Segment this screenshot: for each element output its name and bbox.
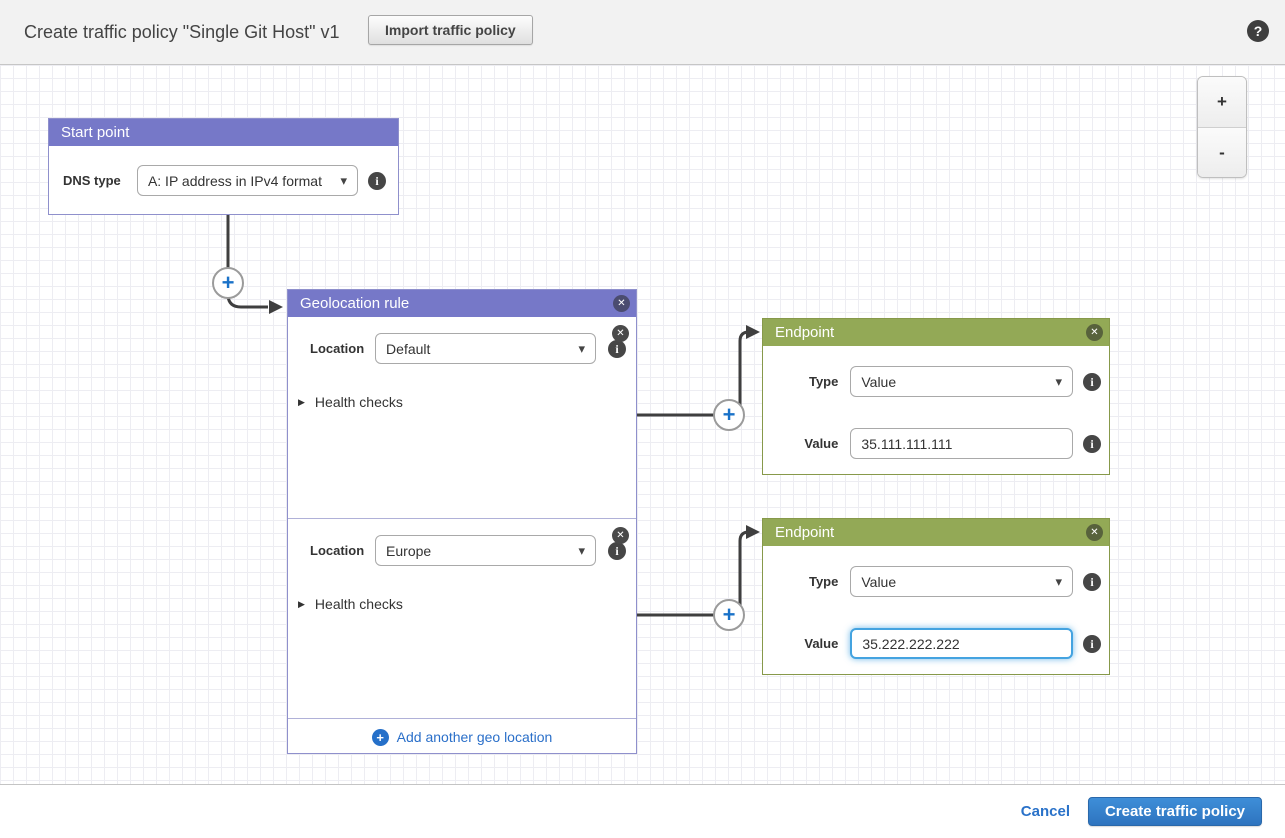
endpoint-node-1: Endpoint ✕ Type Value ▾ i Value i [762, 318, 1110, 475]
endpoint-title: Endpoint [775, 524, 835, 541]
endpoint-1-header: Endpoint ✕ [763, 319, 1109, 346]
endpoint-1-value-input[interactable] [850, 428, 1073, 459]
chevron-down-icon: ▾ [578, 340, 585, 356]
location-selected-value: Default [386, 340, 431, 357]
chevron-down-icon: ▾ [578, 542, 585, 558]
create-traffic-policy-button[interactable]: Create traffic policy [1087, 797, 1262, 826]
geolocation-rule-node: Geolocation rule ✕ ✕ Location Default ▾ … [287, 289, 637, 754]
chevron-down-icon: ▾ [1055, 373, 1062, 389]
endpoint-type-label: Type [808, 374, 839, 389]
close-geo-section-europe-icon[interactable]: ✕ [612, 527, 629, 544]
geo-section-europe: ✕ Location Europe ▾ i ▶ Health checks [288, 518, 636, 718]
endpoint-type-info-icon[interactable]: i [1083, 572, 1101, 591]
plus-circle-icon: + [371, 728, 389, 746]
arrowhead-to-geolocation [269, 300, 283, 314]
arrowhead-to-endpoint-2 [746, 525, 760, 539]
arrowhead-to-endpoint-1 [746, 325, 760, 339]
location-label: Location [310, 341, 365, 356]
triangle-right-icon: ▶ [298, 598, 305, 609]
chevron-down-icon: ▾ [1055, 573, 1062, 589]
close-endpoint-2-icon[interactable]: ✕ [1086, 524, 1103, 541]
zoom-in-button[interactable]: + [1198, 77, 1246, 127]
connector-geo2-up [738, 530, 756, 606]
dns-type-info-icon[interactable]: i [368, 171, 386, 190]
add-endpoint-plus-button-1[interactable]: + [713, 399, 745, 431]
dns-type-select[interactable]: A: IP address in IPv4 format ▾ [136, 165, 358, 196]
health-checks-toggle-europe[interactable]: ▶ Health checks [298, 596, 626, 612]
help-icon[interactable]: ? [1247, 20, 1269, 42]
endpoint-type-label: Type [808, 574, 839, 589]
policy-canvas: + - Start point DNS type A: IP address i… [0, 65, 1285, 785]
endpoint-node-2: Endpoint ✕ Type Value ▾ i Value i [762, 518, 1110, 675]
close-endpoint-1-icon[interactable]: ✕ [1086, 324, 1103, 341]
close-geolocation-rule-icon[interactable]: ✕ [613, 295, 630, 312]
health-checks-label: Health checks [314, 596, 403, 612]
zoom-out-button[interactable]: - [1198, 127, 1246, 177]
action-footer: Cancel Create traffic policy [0, 785, 1285, 838]
import-traffic-policy-button[interactable]: Import traffic policy [368, 15, 533, 45]
dns-type-label: DNS type [63, 173, 121, 188]
add-rule-plus-button[interactable]: + [212, 267, 244, 299]
page-title: Create traffic policy "Single Git Host" … [24, 22, 340, 42]
endpoint-2-header: Endpoint ✕ [763, 519, 1109, 546]
chevron-down-icon: ▾ [340, 172, 347, 188]
endpoint-value-label: Value [804, 436, 839, 451]
endpoint-type-info-icon[interactable]: i [1083, 372, 1101, 391]
endpoint-value-label: Value [804, 636, 839, 651]
location-select-default[interactable]: Default ▾ [375, 333, 596, 364]
health-checks-toggle-default[interactable]: ▶ Health checks [298, 394, 626, 410]
health-checks-label: Health checks [314, 394, 403, 410]
add-another-geo-location-button[interactable]: + Add another geo location [288, 718, 636, 755]
endpoint-1-type-select[interactable]: Value ▾ [850, 366, 1073, 397]
endpoint-type-selected-value: Value [861, 573, 897, 590]
canvas-zoom-controls: + - [1197, 76, 1247, 178]
location-info-icon[interactable]: i [608, 541, 626, 560]
endpoint-value-info-icon[interactable]: i [1083, 634, 1101, 653]
geolocation-rule-header: Geolocation rule ✕ [288, 290, 636, 317]
location-info-icon[interactable]: i [608, 339, 626, 358]
endpoint-type-selected-value: Value [861, 373, 897, 390]
top-bar: Create traffic policy "Single Git Host" … [0, 0, 1285, 65]
add-endpoint-plus-button-2[interactable]: + [713, 599, 745, 631]
add-another-geo-location-label: Add another geo location [396, 729, 553, 745]
endpoint-2-type-select[interactable]: Value ▾ [850, 566, 1073, 597]
geolocation-rule-title: Geolocation rule [300, 295, 410, 312]
start-point-node: Start point DNS type A: IP address in IP… [48, 118, 399, 215]
close-geo-section-default-icon[interactable]: ✕ [612, 325, 629, 342]
start-point-header: Start point [49, 119, 398, 146]
endpoint-title: Endpoint [775, 324, 835, 341]
connector-geo1-up [738, 330, 756, 406]
location-select-europe[interactable]: Europe ▾ [375, 535, 596, 566]
cancel-button[interactable]: Cancel [1020, 803, 1070, 820]
endpoint-value-info-icon[interactable]: i [1083, 434, 1101, 453]
location-label: Location [310, 543, 365, 558]
dns-type-selected-value: A: IP address in IPv4 format [147, 172, 322, 189]
endpoint-2-value-input[interactable] [850, 628, 1073, 659]
geo-section-default: ✕ Location Default ▾ i ▶ Health checks [288, 317, 636, 518]
location-selected-value: Europe [386, 542, 432, 559]
triangle-right-icon: ▶ [298, 396, 305, 407]
